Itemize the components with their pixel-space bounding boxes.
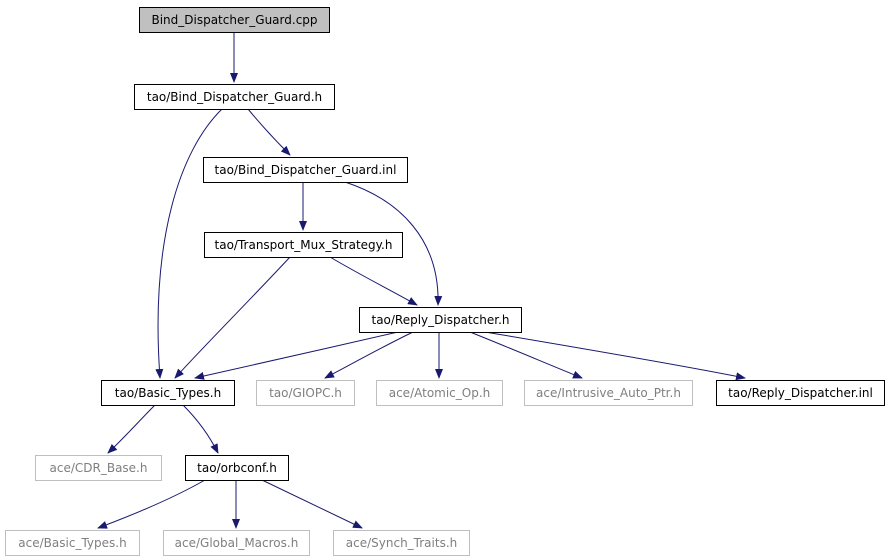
- node-label: ace/Global_Macros.h: [175, 536, 299, 550]
- edge-n5-to-n11: [182, 404, 219, 454]
- node-n0[interactable]: Bind_Dispatcher_Guard.cpp: [139, 7, 330, 33]
- edge-n4-to-n6: [324, 331, 414, 379]
- node-box: [376, 380, 503, 406]
- node-n8: ace/Intrusive_Auto_Ptr.h: [524, 380, 693, 406]
- node-box: [139, 7, 330, 33]
- edge-n1-to-n2: [247, 108, 291, 156]
- node-label: tao/Reply_Dispatcher.inl: [728, 386, 873, 400]
- node-n12: ace/Basic_Types.h: [5, 530, 140, 556]
- node-label: ace/Intrusive_Auto_Ptr.h: [536, 386, 681, 400]
- node-label: tao/orbconf.h: [197, 461, 277, 475]
- node-n10: ace/CDR_Base.h: [35, 455, 162, 481]
- edge-n4-to-n5: [194, 331, 399, 380]
- node-label: tao/Bind_Dispatcher_Guard.h: [147, 90, 322, 104]
- node-label: tao/Bind_Dispatcher_Guard.inl: [215, 163, 397, 177]
- node-box: [524, 380, 693, 406]
- node-box: [134, 84, 335, 110]
- node-n3[interactable]: tao/Transport_Mux_Strategy.h: [204, 232, 403, 258]
- node-label: tao/Transport_Mux_Strategy.h: [215, 238, 393, 252]
- node-label: ace/Synch_Traits.h: [346, 536, 457, 550]
- node-label: ace/Atomic_Op.h: [389, 386, 491, 400]
- node-n5[interactable]: tao/Basic_Types.h: [101, 380, 235, 406]
- node-box: [163, 530, 310, 556]
- node-n9[interactable]: tao/Reply_Dispatcher.inl: [716, 380, 885, 406]
- nodes-layer: Bind_Dispatcher_Guard.cpp tao/Bind_Dispat…: [5, 7, 885, 556]
- node-n13: ace/Global_Macros.h: [163, 530, 310, 556]
- node-n11[interactable]: tao/orbconf.h: [185, 455, 289, 481]
- node-box: [185, 455, 289, 481]
- edge-n4-to-n8: [469, 331, 583, 379]
- node-box: [35, 455, 162, 481]
- node-label: tao/GIOPC.h: [269, 386, 342, 400]
- node-box: [333, 530, 470, 556]
- node-n4[interactable]: tao/Reply_Dispatcher.h: [359, 307, 522, 333]
- edge-n3-to-n4: [329, 256, 418, 306]
- edge-n3-to-n5: [174, 256, 291, 379]
- node-box: [359, 307, 522, 333]
- node-label: tao/Reply_Dispatcher.h: [371, 313, 509, 327]
- node-box: [101, 380, 235, 406]
- node-n14: ace/Synch_Traits.h: [333, 530, 470, 556]
- node-box: [203, 157, 408, 183]
- node-label: ace/Basic_Types.h: [18, 536, 126, 550]
- node-box: [204, 232, 403, 258]
- node-n2[interactable]: tao/Bind_Dispatcher_Guard.inl: [203, 157, 408, 183]
- edge-n1-to-n5: [155, 108, 223, 379]
- node-n6: tao/GIOPC.h: [256, 380, 355, 406]
- edge-n2-to-n4: [344, 181, 443, 306]
- node-label: Bind_Dispatcher_Guard.cpp: [151, 13, 317, 27]
- node-n7: ace/Atomic_Op.h: [376, 380, 503, 406]
- node-box: [256, 380, 355, 406]
- node-label: ace/CDR_Base.h: [50, 461, 148, 475]
- node-label: tao/Basic_Types.h: [115, 386, 221, 400]
- node-box: [5, 530, 140, 556]
- node-box: [716, 380, 885, 406]
- node-n1[interactable]: tao/Bind_Dispatcher_Guard.h: [134, 84, 335, 110]
- edge-n4-to-n9: [484, 331, 746, 381]
- edge-n5-to-n10: [107, 404, 156, 454]
- edge-n11-to-n12: [97, 479, 206, 529]
- edge-n11-to-n14: [261, 479, 363, 529]
- edges-layer: [97, 32, 746, 529]
